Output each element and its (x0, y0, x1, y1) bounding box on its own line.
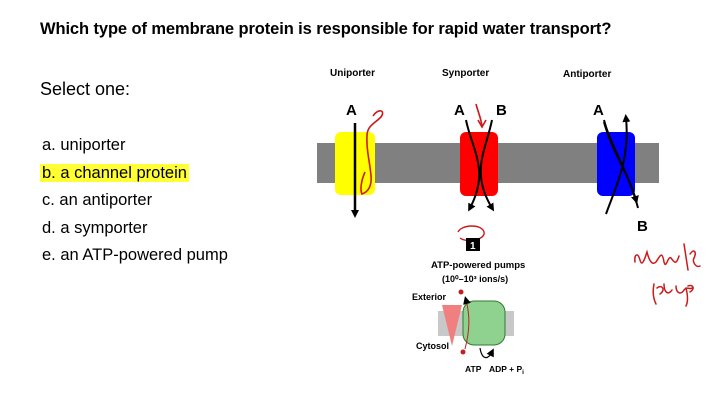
ion-outside (458, 289, 464, 295)
option-d[interactable]: d. a symporter (40, 216, 230, 244)
uniporter-protein (335, 132, 375, 195)
option-a[interactable]: a. uniporter (40, 133, 230, 161)
option-c[interactable]: c. an antiporter (40, 188, 230, 216)
option-e[interactable]: e. an ATP-powered pump (40, 243, 230, 271)
pump-gradient-triangle (442, 305, 462, 346)
option-d-label: d. a symporter (42, 218, 148, 237)
option-b-label: b. a channel protein (40, 163, 189, 182)
adp-label: ADP + Pi (489, 364, 524, 376)
antiporter-label-a: A (593, 102, 604, 119)
symporter-arrow-a (465, 119, 481, 212)
exterior-label: Exterior (412, 292, 447, 302)
symporter-label-a: A (454, 102, 465, 119)
antiporter-title: Antiporter (563, 69, 611, 80)
ion-inside (460, 349, 466, 355)
symporter-protein (460, 132, 498, 196)
annotation-a-to-b-arrow (475, 103, 487, 129)
select-prompt: Select one: (40, 79, 131, 99)
uniporter-label-a: A (346, 102, 357, 119)
antiporter-arrow-down (603, 119, 639, 209)
pump-title: ATP-powered pumps (431, 260, 525, 271)
option-c-label: c. an antiporter (42, 191, 153, 209)
option-b[interactable]: b. a channel protein (40, 161, 230, 189)
handwritten-scribble (634, 243, 701, 307)
atp-label: ATP (465, 364, 482, 374)
annotation-squiggle (360, 110, 384, 195)
antiporter-arrow-b-up (605, 114, 631, 215)
symporter-arrow-b (479, 119, 495, 212)
antiporter-arrow-a-down-head (603, 121, 639, 204)
antiporter-arrow-up (604, 170, 630, 205)
symporter-label-b: B (496, 102, 507, 119)
antiporter-label-b: B (637, 218, 648, 235)
uniporter-title: Uniporter (330, 68, 375, 79)
adp-label-sub: i (522, 369, 524, 376)
adp-label-main: ADP + P (489, 364, 522, 374)
symporter-title: Synporter (442, 68, 489, 79)
option-a-label: a. uniporter (42, 136, 126, 154)
antiporter-protein (597, 132, 635, 196)
cytosol-label: Cytosol (416, 341, 449, 351)
option-e-label: e. an ATP-powered pump (42, 246, 228, 264)
pump-badge (466, 238, 480, 251)
pump-protein (462, 300, 506, 346)
pump-rate: (10⁰–10³ ions/s) (442, 274, 508, 284)
pump-badge-number: 1 (470, 241, 476, 252)
membrane-band (317, 143, 659, 183)
annotation-circle (457, 225, 485, 242)
question-text: Which type of membrane protein is respon… (40, 20, 612, 38)
atp-hydrolysis-arrow (479, 347, 494, 359)
ion-path-arrow (463, 296, 471, 350)
pump-membrane (438, 311, 514, 336)
answer-options: a. uniporter b. a channel protein c. an … (40, 133, 230, 271)
